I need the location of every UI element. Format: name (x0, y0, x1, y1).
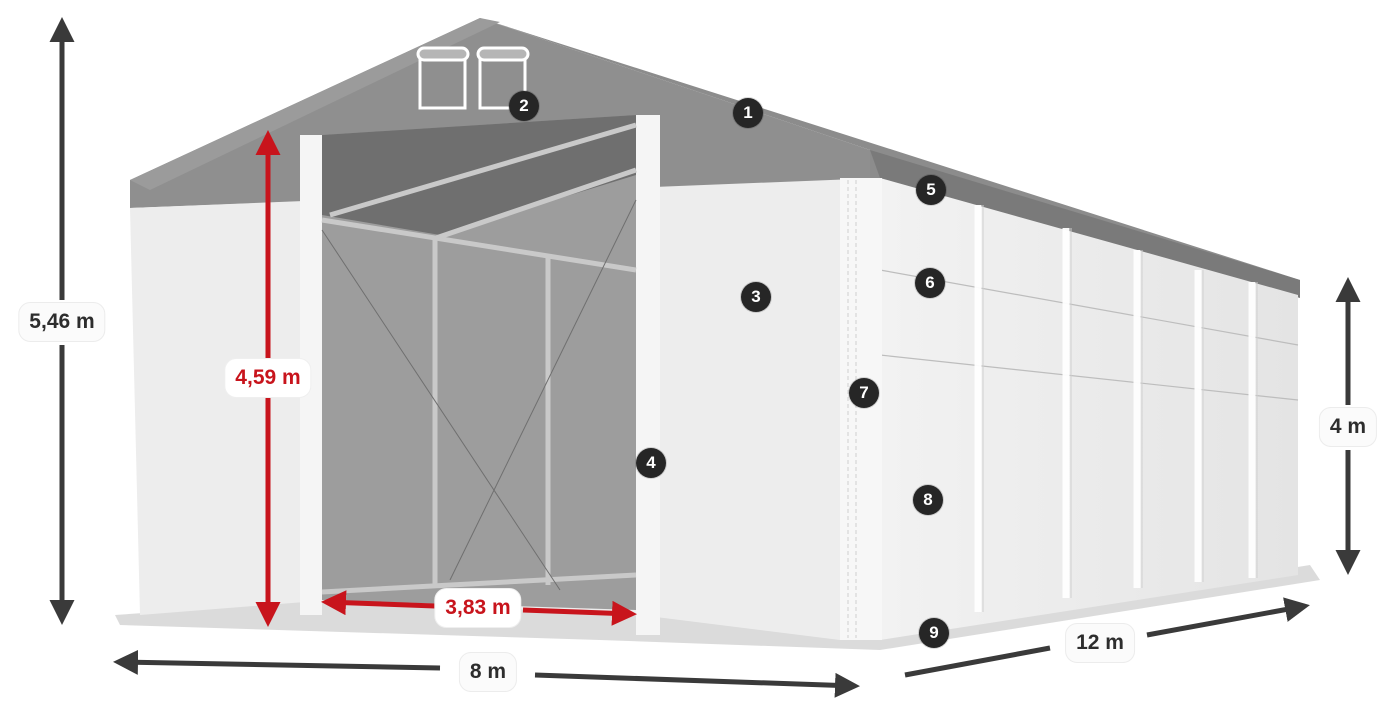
door-width-label: 3,83 m (434, 588, 522, 628)
door-dimension-lines (255, 130, 637, 627)
marker-7[interactable]: 7 (849, 378, 879, 408)
door-opening (321, 115, 637, 610)
dimension-lines (49, 16, 1361, 698)
length-label: 12 m (1065, 623, 1135, 663)
marker-1[interactable]: 1 (733, 98, 763, 128)
marker-8[interactable]: 8 (913, 485, 943, 515)
roof-windows (416, 46, 530, 110)
side-roof (480, 18, 1300, 298)
side-height-label: 4 m (1318, 407, 1378, 447)
total-height-label: 5,46 m (18, 302, 106, 342)
ground (115, 565, 1320, 650)
width-label: 8 m (458, 652, 518, 692)
marker-6[interactable]: 6 (915, 268, 945, 298)
marker-4[interactable]: 4 (636, 448, 666, 478)
door-height-label: 4,59 m (224, 358, 312, 398)
side-wall (879, 178, 1299, 640)
marker-9[interactable]: 9 (919, 618, 949, 648)
marker-5[interactable]: 5 (916, 175, 946, 205)
marker-3[interactable]: 3 (741, 282, 771, 312)
marker-2[interactable]: 2 (509, 91, 539, 121)
